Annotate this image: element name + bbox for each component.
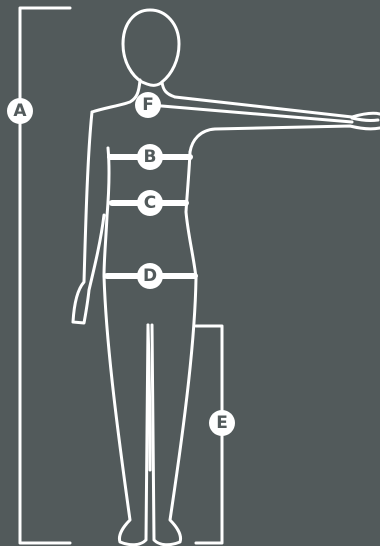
marker-d: D bbox=[137, 263, 163, 289]
marker-b: B bbox=[137, 144, 163, 170]
marker-a: A bbox=[7, 98, 33, 124]
marker-c: C bbox=[137, 190, 163, 216]
marker-f: F bbox=[135, 92, 161, 118]
marker-e: E bbox=[209, 410, 235, 436]
